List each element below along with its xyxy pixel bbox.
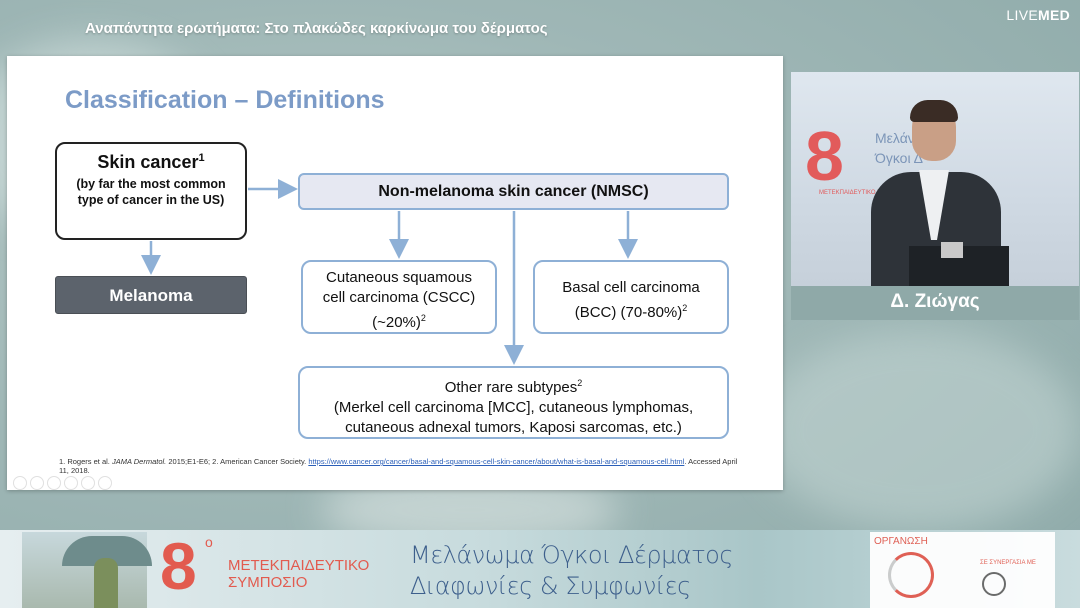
ref1-journal: JAMA Dermatol. xyxy=(111,457,167,466)
logo-live: LIVE xyxy=(1006,7,1038,23)
presentation-slide: Classification – Definitions Skin cancer… xyxy=(7,56,783,490)
cscc-ref: 2 xyxy=(420,313,426,323)
backdrop-number: 8 xyxy=(805,117,844,195)
laptop xyxy=(941,242,963,258)
bcc-line1: Basal cell carcinoma xyxy=(562,279,700,296)
background-blob xyxy=(760,330,1080,530)
banner-event-line1: ΜΕΤΕΚΠΑΙΔΕΥΤΙΚΟ xyxy=(228,557,370,574)
partner-logo-icon xyxy=(982,572,1006,596)
speaker-hair xyxy=(910,100,958,122)
nmsc-box: Non-melanoma skin cancer (NMSC) xyxy=(298,173,729,210)
organizers-panel: ΟΡΓΑΝΩΣΗ ΣΕ ΣΥΝΕΡΓΑΣΙΑ ΜΕ xyxy=(870,532,1055,608)
flowchart-arrows xyxy=(141,179,638,365)
cscc-line1: Cutaneous squamous xyxy=(326,269,472,286)
skin-cancer-ref: 1 xyxy=(198,152,205,164)
skin-cancer-sub1: (by far the most common xyxy=(76,177,226,191)
skin-cancer-label: Skin cancer xyxy=(97,152,199,172)
rare-subtypes-box: Other rare subtypes2 (Merkel cell carcin… xyxy=(298,366,729,439)
banner-degree: ο xyxy=(205,534,213,550)
zoom-icon[interactable] xyxy=(81,476,95,490)
banner-event-line2: ΣΥΜΠΟΣΙΟ xyxy=(228,574,308,591)
skin-cancer-box: Skin cancer1 (by far the most common typ… xyxy=(55,142,247,240)
bcc-line2: (BCC) (70-80%) xyxy=(574,304,683,321)
rare-line2: (Merkel cell carcinoma [MCC], cutaneous … xyxy=(333,399,694,416)
more-icon[interactable] xyxy=(98,476,112,490)
banner-number: 8 xyxy=(160,529,197,603)
ref2-rest: . Accessed April 11, 2018. xyxy=(59,457,738,475)
next-slide-icon[interactable] xyxy=(30,476,44,490)
slide-toolbar xyxy=(13,476,112,490)
speaker-video: 8 Μελάνω Όγκοι Δ ΜΕΤΕΚΠΑΙΔΕΥΤΙΚΟ ΣΥΜΠΟΣΙ… xyxy=(791,72,1079,286)
banner-event-type: ΜΕΤΕΚΠΑΙΔΕΥΤΙΚΟ ΣΥΜΠΟΣΙΟ xyxy=(228,557,369,591)
rare-line1: Other rare subtypes xyxy=(444,379,578,396)
cscc-line3-wrap: (~20%)2 xyxy=(303,308,495,333)
cscc-line3: (~20%) xyxy=(372,314,421,331)
skin-cancer-sub2: type of cancer in the US) xyxy=(77,193,225,207)
bcc-box: Basal cell carcinoma (BCC) (70-80%)2 xyxy=(533,260,729,334)
woman-figure xyxy=(94,558,118,608)
skin-cancer-subtitle: (by far the most common type of cancer i… xyxy=(57,176,245,208)
rare-line3: cutaneous adnexal tumors, Kaposi sarcoma… xyxy=(345,419,682,436)
slides-icon[interactable] xyxy=(64,476,78,490)
event-banner: 8 ο ΜΕΤΕΚΠΑΙΔΕΥΤΙΚΟ ΣΥΜΠΟΣΙΟ Μελάνωμα Όγ… xyxy=(0,530,1080,608)
org-label: ΟΡΓΑΝΩΣΗ xyxy=(874,536,928,547)
banner-title: Μελάνωμα Όγκοι Δέρματος Διαφωνίες & Συμφ… xyxy=(410,540,733,602)
banner-title-line2: Διαφωνίες & Συμφωνίες xyxy=(410,572,691,600)
prev-slide-icon[interactable] xyxy=(13,476,27,490)
organizer-logo-icon xyxy=(888,552,934,598)
livemed-logo: LIVEMED xyxy=(1006,7,1070,23)
collab-label: ΣΕ ΣΥΝΕΡΓΑΣΙΑ ΜΕ xyxy=(980,560,1036,566)
references: 1. Rogers et al. JAMA Dermatol. 2015;E1-… xyxy=(59,457,739,475)
ref1-prefix: 1. Rogers et al. xyxy=(59,457,110,466)
cscc-line2: cell carcinoma (CSCC) xyxy=(322,289,476,306)
backdrop-small-text: ΜΕΤΕΚΠΑΙΔΕΥΤΙΚΟ ΣΥΜΠΟΣΙΟ xyxy=(819,190,909,196)
rare-ref: 2 xyxy=(577,378,583,388)
banner-artwork xyxy=(22,532,152,608)
skin-cancer-heading: Skin cancer1 xyxy=(57,152,245,173)
melanoma-box: Melanoma xyxy=(55,276,247,314)
speaker-name: Δ. Ζιώγας xyxy=(791,286,1079,320)
backdrop-text2: Όγκοι Δ xyxy=(875,150,924,166)
slide-title: Classification – Definitions xyxy=(65,86,385,114)
session-title: Αναπάντητα ερωτήματα: Στο πλακώδες καρκί… xyxy=(85,20,548,37)
bcc-ref: 2 xyxy=(682,303,688,313)
banner-title-line1: Μελάνωμα Όγκοι Δέρματος xyxy=(410,541,733,569)
reference-link[interactable]: https://www.cancer.org/cancer/basal-and-… xyxy=(308,457,685,466)
cscc-box: Cutaneous squamous cell carcinoma (CSCC)… xyxy=(301,260,497,334)
rare-line1-wrap: Other rare subtypes2 xyxy=(300,373,727,398)
bcc-line2-wrap: (BCC) (70-80%)2 xyxy=(535,298,727,323)
pen-icon[interactable] xyxy=(47,476,61,490)
logo-med: MED xyxy=(1037,7,1070,23)
ref1-rest: 2015;E1-E6; 2. American Cancer Society. xyxy=(168,457,307,466)
